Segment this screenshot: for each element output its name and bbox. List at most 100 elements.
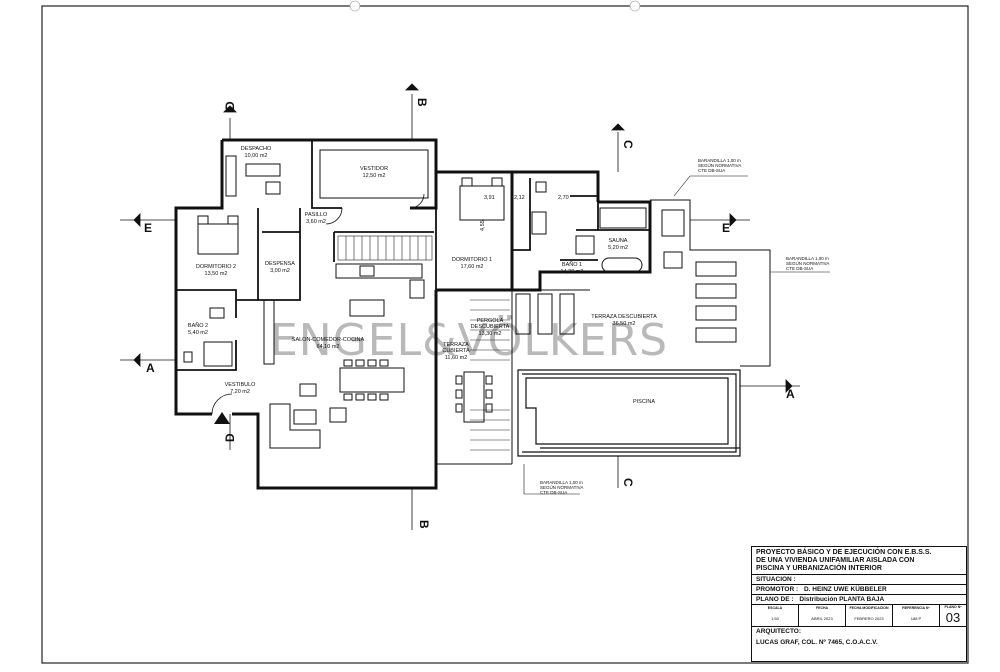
pergola-slats xyxy=(470,299,510,451)
despacho-furniture xyxy=(225,155,281,197)
bed-dormitorio-1 xyxy=(459,177,505,221)
railing-note-right: BARANDILLA 1,00 m SEGÚN NORMATIVA CTE DB… xyxy=(770,256,830,273)
section-label-c-top: C xyxy=(621,140,635,149)
railing-note-bottom: BARANDILLA 1,00 m SEGÚN NORMATIVA CTE DB… xyxy=(523,464,583,495)
door-swings xyxy=(211,193,425,415)
section-label-b-top: B xyxy=(415,98,429,107)
svg-text:CTE DB-SUA: CTE DB-SUA xyxy=(698,168,725,173)
dining-table xyxy=(339,359,405,401)
plano-label: PLANO DE : xyxy=(756,596,794,603)
project-title-line: PISCINA Y URBANIZACIÓN INTERIOR xyxy=(756,565,882,572)
svg-text:BARANDILLA 1,00 m: BARANDILLA 1,00 m xyxy=(786,256,829,261)
bano-1-fixtures xyxy=(531,181,643,273)
promotor-row: PROMOTOR : D. HEINZ UWE KÜBBELER xyxy=(752,585,966,595)
room-area-vestibulo: 7,20 m2 xyxy=(230,389,250,395)
staircase xyxy=(337,235,433,261)
section-label-d-bottom: D xyxy=(223,433,237,442)
section-label-e-right: E xyxy=(722,221,730,235)
svg-text:BARANDILLA 1,00 m: BARANDILLA 1,00 m xyxy=(540,480,583,485)
room-area-sauna: 5,20 m2 xyxy=(608,245,628,251)
room-name-terraza-cubierta: TERRAZA xyxy=(443,342,469,348)
project-title-line: DE UNA VIVIENDA UNIFAMILIAR AISLADA CON xyxy=(756,557,915,564)
dimension-label: 2,12 xyxy=(514,195,525,201)
room-name-sauna: SAUNA xyxy=(609,238,628,244)
room-area-bano-2: 5,40 m2 xyxy=(188,330,208,336)
project-title-line: PROYECTO BÁSICO Y DE EJECUCIÓN CON E.B.S… xyxy=(756,549,932,556)
room-name-terraza-descubierta: TERRAZA DESCUBIERTA xyxy=(591,314,657,320)
sauna-bench xyxy=(599,207,647,229)
terraza-outline xyxy=(435,199,771,465)
punch-hole-right xyxy=(629,0,641,12)
room-area-vestidor: 12,50 m2 xyxy=(363,173,386,179)
sofa xyxy=(269,383,347,449)
entrance-marker xyxy=(214,412,230,424)
terrace-dining-set xyxy=(455,371,493,423)
room-name-bano-1: BAÑO 1 xyxy=(562,261,582,268)
room-name-vestibulo: VESTIBULO xyxy=(225,382,257,388)
room-area-dormitorio-2: 13,50 m2 xyxy=(205,271,228,277)
section-label-c-bottom: C xyxy=(621,478,635,487)
svg-text:BARANDILLA 1,00 m: BARANDILLA 1,00 m xyxy=(698,158,741,163)
svg-text:SEGÚN NORMATIVA: SEGÚN NORMATIVA xyxy=(540,484,583,490)
room-area-pasillo: 3,60 m2 xyxy=(306,219,326,225)
sheet-border xyxy=(41,5,969,664)
room-name-pergola-2: DESCUBIERTA xyxy=(471,324,510,330)
plano-row: PLANO DE : Distribución PLANTA BAJA xyxy=(752,595,966,605)
situacion-label: SITUACION : xyxy=(756,576,796,583)
section-label-a-left: A xyxy=(146,361,155,375)
dimension-label: 2,70 xyxy=(558,195,569,201)
exterior-walls xyxy=(174,138,652,490)
sun-loungers xyxy=(515,209,737,343)
room-name-pergola: PERGOLA xyxy=(477,318,504,324)
room-name-terraza-cubierta-2: CUBIERTA xyxy=(442,348,470,354)
room-area-despacho: 10,00 m2 xyxy=(245,153,268,159)
room-area-dormitorio-1: 17,60 m2 xyxy=(461,264,484,270)
room-area-salon: 64,10 m2 xyxy=(317,344,340,350)
svg-text:SEGÚN NORMATIVA: SEGÚN NORMATIVA xyxy=(698,162,741,168)
section-markers xyxy=(120,83,800,530)
promotor-label: PROMOTOR : xyxy=(756,586,799,593)
room-area-terraza-descubierta: 36,50 m2 xyxy=(613,321,636,327)
room-area-terraza-cubierta: 11,60 m2 xyxy=(445,355,468,361)
section-label-a-right: A xyxy=(786,387,795,401)
project-title: PROYECTO BÁSICO Y DE EJECUCIÓN CON E.B.S… xyxy=(752,547,966,575)
plano-number: 03 xyxy=(945,610,961,625)
interior-walls xyxy=(176,140,650,371)
room-name-salon: SALON-COMEDOR-COCINA xyxy=(292,337,365,343)
bed-dormitorio-2 xyxy=(197,215,239,255)
room-name-pasillo: PASILLO xyxy=(305,212,328,218)
room-area-pergola: 13,30 m2 xyxy=(479,331,502,337)
svg-text:CTE DB-SUA: CTE DB-SUA xyxy=(786,266,813,271)
dimension-label: 4,55 xyxy=(480,220,486,231)
plano-value: Distribución PLANTA BAJA xyxy=(799,596,885,603)
dimension-label: 3,91 xyxy=(484,195,495,201)
pool-outline xyxy=(517,369,741,457)
wardrobe-outline xyxy=(319,149,429,199)
section-label-b-bottom: B xyxy=(417,520,431,529)
plano-number-label: PLANO Nº xyxy=(944,605,962,609)
situacion-row: SITUACION : xyxy=(752,575,966,585)
room-area-bano-1: 14,20 m2 xyxy=(561,269,584,275)
section-label-d-top: D xyxy=(223,101,237,110)
bano-2-fixtures xyxy=(183,307,233,367)
watermark-text: ENGEL&VÖLKERS xyxy=(270,314,668,366)
room-name-dormitorio-2: DORMITORIO 2 xyxy=(196,264,236,270)
salon-shelving xyxy=(263,299,275,365)
svg-text:CTE DB-SUA: CTE DB-SUA xyxy=(540,490,567,495)
room-name-piscina: PISCINA xyxy=(633,399,655,405)
section-label-e-left: E xyxy=(144,221,152,235)
kitchen-furniture xyxy=(335,263,425,317)
arquitecto-value: LUCAS GRAF, COL. Nº 7465, C.O.A.C.V. xyxy=(756,639,878,646)
plano-number-cell: PLANO Nº 03 xyxy=(940,605,966,626)
title-block: PROYECTO BÁSICO Y DE EJECUCIÓN CON E.B.S… xyxy=(751,546,967,662)
arquitecto-label: ARQUITECTO: xyxy=(756,628,802,635)
railing-note-top: BARANDILLA 1,00 m SEGÚN NORMATIVA CTE DB… xyxy=(673,158,748,197)
room-name-vestidor: VESTIDOR xyxy=(360,166,388,172)
